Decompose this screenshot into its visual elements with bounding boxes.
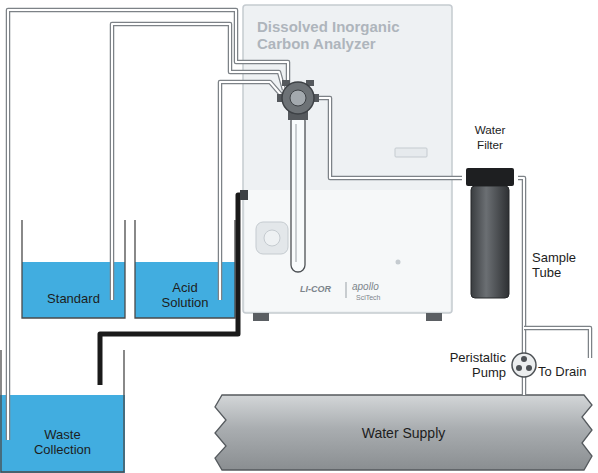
tube-in-container-part [218,220,223,300]
brand-logo: apollo [352,281,379,293]
reaction-tube-part [291,114,305,272]
filter-box: Water Filter [462,118,518,300]
internal-tube-part [240,190,248,200]
tube-connector [518,178,524,342]
water-supply-pipe-part [215,395,592,470]
tube-core [452,177,462,179]
node-label: Peristaltic Pump [440,350,506,380]
standard-beaker [22,220,125,318]
tube-connector [524,388,525,395]
tube-connector [100,195,243,350]
analyzer-housing-part [396,260,401,265]
internal-tube-part [523,342,525,353]
tube-outline [522,388,527,395]
pump-symbol [512,353,536,377]
tube-core [112,24,243,220]
tube-outline [452,176,462,181]
analyzer-housing-part [264,230,280,246]
tube-in-container-part [111,220,113,300]
acid-bottle: Acid Solution [135,220,235,318]
analyzer-housing-part [395,148,427,157]
waste-container-part [1,350,124,472]
drain-label: To Drain [538,364,586,379]
selector-valve-part [282,82,314,114]
node-label: Standard [47,291,100,306]
waste-container-part [0,395,125,473]
tube-in-container-part [110,220,115,300]
pump-box: Peristaltic Pump [440,342,540,388]
node-label: Water Filter [462,122,518,152]
tube-in-container-part [219,220,221,300]
analyzer-housing-part [346,282,347,298]
internal-tube-part [524,328,590,358]
node-label: Waste Collection [21,427,105,457]
pump-symbol-part [516,365,522,371]
internal-tube-part [524,328,590,358]
supply-pipe: Water Supply [215,395,592,470]
tube-outline [112,24,243,220]
reaction-tube-part [296,124,297,262]
reaction-tube [288,110,308,272]
standard-beaker-part [22,262,125,318]
analyzer-housing-part [426,313,442,321]
tube-outline [8,10,243,350]
analyzer-housing-part [253,313,269,321]
acid-beaker-part [135,220,235,318]
internal-tube-part [523,377,525,388]
tube-connector [8,10,243,350]
tube-connector [112,24,243,220]
tube-outline [518,178,524,342]
tube-connector [452,178,462,179]
acid-beaker [135,220,235,318]
tube-core [523,388,525,395]
analyzer-housing [243,5,452,321]
waste-container: Waste Collection [0,350,125,473]
analyzer-box: Dissolved Inorganic Carbon Analyzer [243,5,452,313]
selector-valve-part [290,90,306,106]
internal-tube-part [522,377,527,388]
water-supply-pipe [215,395,592,470]
brand-logo: SciTech [356,294,381,302]
internal-tube-part [522,342,527,353]
internal-tube [240,62,590,388]
tube-in-container-part [6,350,11,440]
pump-symbol-part [512,353,536,377]
waste-container [0,350,125,473]
selector-valve [277,80,319,114]
water-filter [466,168,514,298]
internal-tube-part [313,98,452,178]
standard-bottle: Standard [22,220,125,318]
water-filter-part [466,168,514,186]
analyzer-housing-part [245,190,450,311]
tube-in-container-part [7,350,9,440]
node-label: Acid Solution [152,280,218,310]
tube-core [518,178,524,342]
pump-symbol-part [521,356,527,362]
tube-label: Sample Tube [532,250,582,280]
tube-in-container [8,220,220,440]
tube-core [8,10,243,350]
pump-symbol-part [526,365,532,371]
tube-in-container-part [98,350,103,385]
analyzer-housing-part [243,5,452,313]
analyzer-housing-part [256,222,288,254]
internal-tube-part [313,98,452,178]
brand-logo: LI-COR [300,284,331,294]
water-filter-part [471,186,509,298]
standard-beaker-part [22,220,125,318]
node-label: Dissolved Inorganic Carbon Analyzer [257,18,422,52]
node-label: Water Supply [362,425,446,441]
waste-tube [100,195,243,350]
